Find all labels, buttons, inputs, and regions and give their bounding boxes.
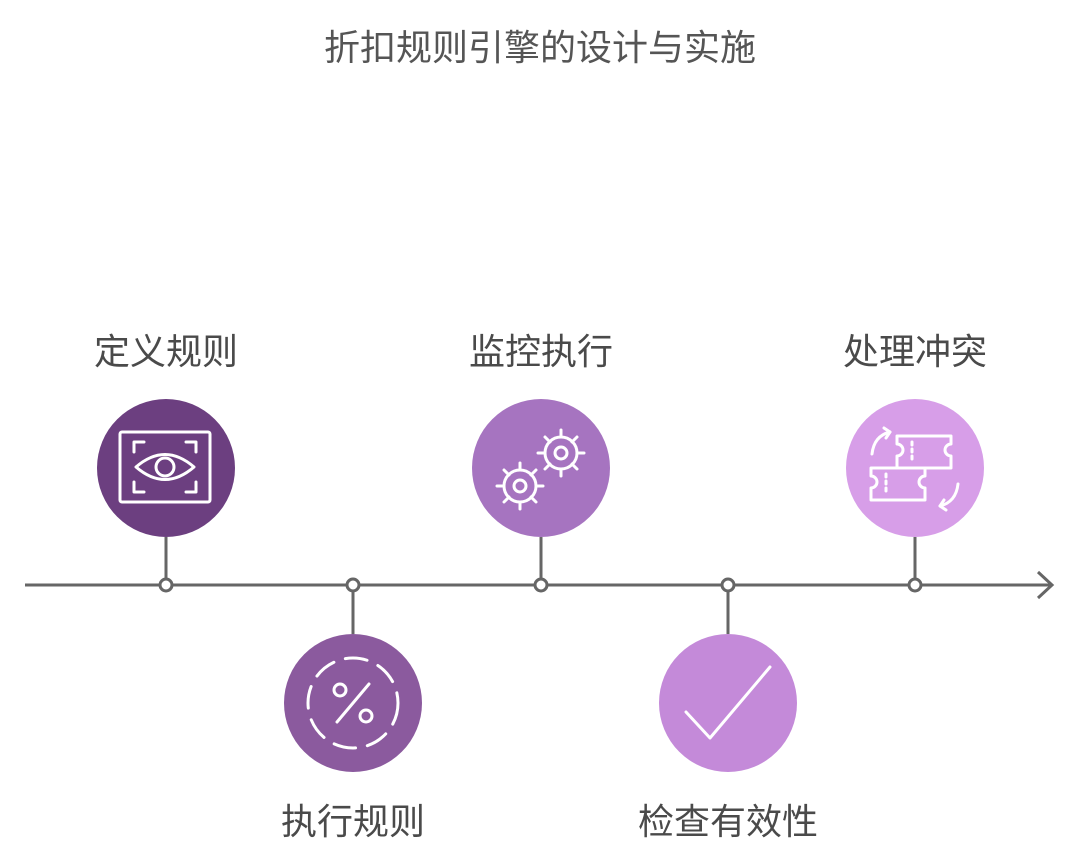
step-handle-conflicts: 处理冲突: [843, 332, 987, 593]
step-label: 检查有效性: [638, 802, 818, 843]
arrow-head-icon: [1036, 570, 1055, 600]
step-node-dot: [907, 577, 923, 593]
checkmark-icon: [684, 665, 772, 740]
eye-frame-icon: [118, 430, 212, 504]
step-node-dot: [533, 577, 549, 593]
gears-icon: [495, 428, 586, 511]
step-node-dot: [720, 577, 736, 593]
step-circle: [472, 399, 610, 537]
percent-icon: [306, 656, 400, 750]
step-circle: [659, 634, 797, 772]
tickets-swap-icon: [869, 426, 960, 512]
diagram-title: 折扣规则引擎的设计与实施: [324, 28, 756, 69]
step-label: 监控执行: [469, 332, 613, 373]
step-circle: [97, 399, 235, 537]
step-label: 定义规则: [94, 332, 238, 373]
step-define-rules: 定义规则: [94, 332, 238, 593]
step-label: 执行规则: [281, 802, 425, 843]
step-execute-rules: 执行规则: [281, 577, 425, 843]
step-node-dot: [158, 577, 174, 593]
step-check-effectiveness: 检查有效性: [638, 577, 818, 843]
step-node-dot: [345, 577, 361, 593]
step-label: 处理冲突: [843, 332, 987, 373]
step-monitor-execution: 监控执行: [469, 332, 613, 593]
